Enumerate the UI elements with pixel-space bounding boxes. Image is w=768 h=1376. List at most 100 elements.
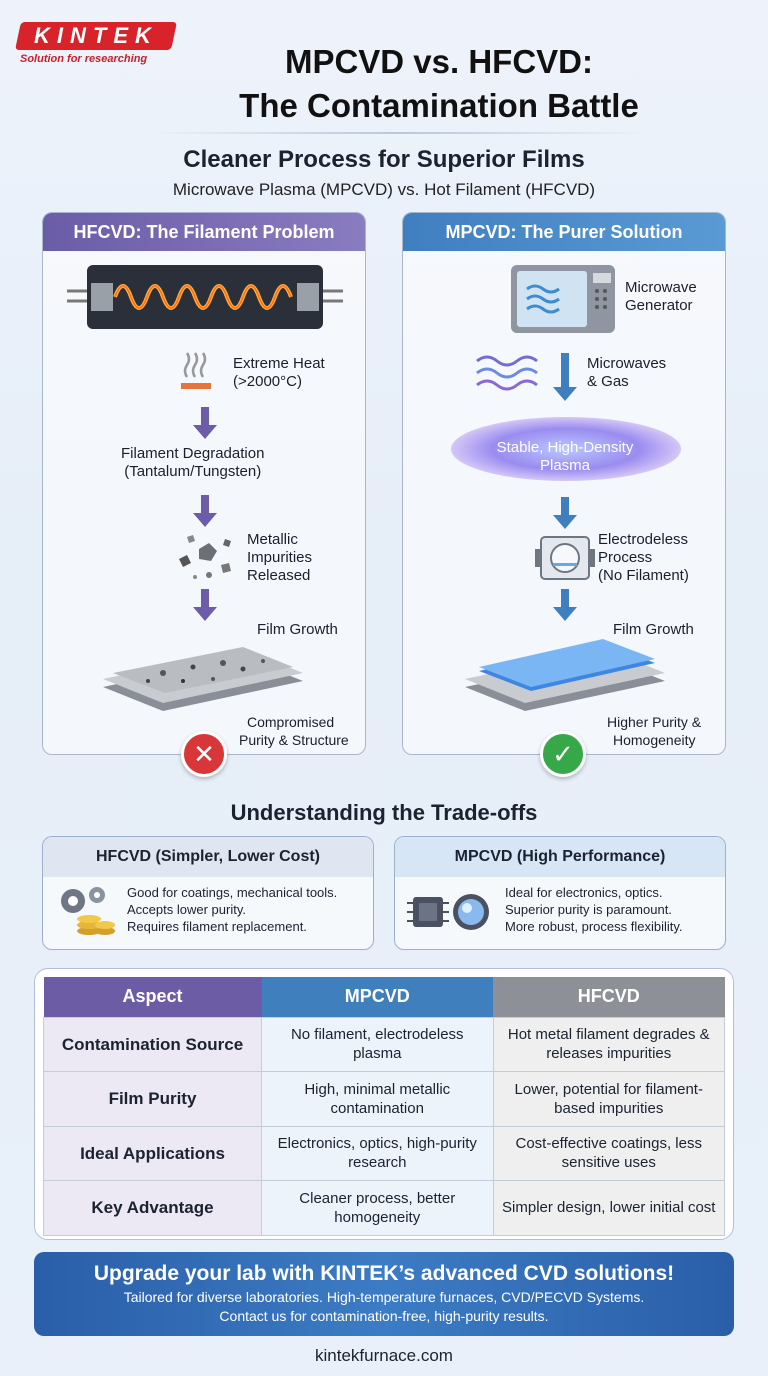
film-growth-label: Film Growth xyxy=(613,621,694,638)
checkmark-icon: ✓ xyxy=(540,731,586,777)
cta-banner[interactable]: Upgrade your lab with KINTEK’s advanced … xyxy=(34,1252,734,1336)
electrodeless-label: Electrodeless Process (No Filament) xyxy=(598,531,689,585)
website-link[interactable]: kintekfurnace.com xyxy=(315,1346,453,1365)
impurities-label-line: Metallic xyxy=(247,531,298,548)
tradeoffs-title: Understanding the Trade-offs xyxy=(230,800,538,825)
section-subtitle: Cleaner Process for Superior Films xyxy=(183,146,585,173)
table-row: Contamination Source No filament, electr… xyxy=(43,1016,725,1072)
table-row: Key Advantage Cleaner process, better ho… xyxy=(43,1180,725,1236)
hfcvd-result-line: Purity & Structure xyxy=(239,732,349,748)
generator-label-line: Generator xyxy=(625,297,693,314)
impurities-label-line: Released xyxy=(247,567,311,584)
microwave-generator-icon xyxy=(511,265,615,333)
heat-label-line: Extreme Heat xyxy=(233,355,325,372)
mpcvd-panel-heading: MPCVD: The Purer Solution xyxy=(403,213,725,251)
tradeoff-line: Accepts lower purity. xyxy=(127,902,246,917)
hfcvd-panel-heading: HFCVD: The Filament Problem xyxy=(43,213,365,251)
impurity-particles-icon xyxy=(179,535,231,579)
generator-label: Microwave Generator xyxy=(625,279,697,315)
plasma-label-line: Stable, High-Density xyxy=(496,439,634,456)
table-cell: Electronics, optics, high-purity researc… xyxy=(261,1125,494,1181)
header-mpcvd: MPCVD xyxy=(261,977,493,1017)
hfcvd-panel: HFCVD: The Filament Problem Extreme Heat… xyxy=(42,212,366,755)
table-cell: Film Purity xyxy=(43,1071,262,1127)
table-cell: Cleaner process, better homogeneity xyxy=(261,1180,494,1236)
header-aspect: Aspect xyxy=(43,977,262,1017)
table-cell: Hot metal filament degrades & releases i… xyxy=(492,1016,725,1072)
tradeoff-line: Good for coatings, mechanical tools. xyxy=(127,885,338,900)
tradeoff-line: Superior purity is paramount. xyxy=(505,902,672,917)
cta-heading: Upgrade your lab with KINTEK’s advanced … xyxy=(93,1262,675,1285)
table-cell: No filament, electrodeless plasma xyxy=(261,1016,494,1072)
hfcvd-tradeoff-heading: HFCVD (Simpler, Lower Cost) xyxy=(43,837,373,877)
plasma-label-line: Plasma xyxy=(539,457,591,474)
electrodeless-chamber-icon xyxy=(535,536,595,580)
cta-line: Tailored for diverse laboratories. High-… xyxy=(123,1289,645,1305)
tradeoff-line: More robust, process flexibility. xyxy=(505,919,683,934)
mpcvd-tradeoff-heading: MPCVD (High Performance) xyxy=(395,837,725,877)
electrodeless-label-line: Electrodeless xyxy=(598,531,689,548)
hfcvd-result-line: Compromised xyxy=(247,714,335,730)
down-arrow-icon xyxy=(193,407,217,441)
plasma-label: Stable, High-Density Plasma xyxy=(475,439,655,475)
table-cell: Lower, potential for filament-based impu… xyxy=(492,1071,725,1127)
heat-label-line: (>2000°C) xyxy=(233,373,302,390)
title-divider xyxy=(150,132,648,134)
hfcvd-tradeoff-body: Good for coatings, mechanical tools. Acc… xyxy=(127,884,337,935)
impurities-label-line: Impurities xyxy=(247,549,313,566)
degradation-label: Filament Degradation (Tantalum/Tungsten) xyxy=(121,445,264,481)
heat-waves-icon xyxy=(181,352,211,389)
table-header-row: Aspect MPCVD HFCVD xyxy=(43,977,725,1017)
down-arrow-icon xyxy=(553,353,577,405)
mpcvd-tradeoff-body: Ideal for electronics, optics. Superior … xyxy=(505,884,683,935)
table-row: Ideal Applications Electronics, optics, … xyxy=(43,1125,725,1181)
table-cell: Cost-effective coatings, less sensitive … xyxy=(492,1125,725,1181)
microwaves-label-line: & Gas xyxy=(587,373,629,390)
down-arrow-icon xyxy=(553,589,577,623)
electrodeless-label-line: Process xyxy=(598,549,653,566)
heat-label: Extreme Heat (>2000°C) xyxy=(233,355,325,391)
mpcvd-result-line: Homogeneity xyxy=(613,732,696,748)
mpcvd-result-line: Higher Purity & xyxy=(607,714,702,730)
pure-film-icon xyxy=(465,639,665,711)
comparison-table: Aspect MPCVD HFCVD Contamination Source … xyxy=(34,968,734,1240)
mpcvd-tradeoff-card: MPCVD (High Performance) Ideal for elect… xyxy=(394,836,726,950)
tradeoff-line: Ideal for electronics, optics. xyxy=(505,885,663,900)
section-subtitle-detail: Microwave Plasma (MPCVD) vs. Hot Filamen… xyxy=(172,180,596,199)
degradation-label-line: Filament Degradation xyxy=(121,445,265,462)
brand-name: KINTEK xyxy=(34,23,158,48)
down-arrow-icon xyxy=(553,497,577,531)
table-cell: Simpler design, lower initial cost xyxy=(492,1180,725,1236)
electrodeless-label-line: (No Filament) xyxy=(598,567,689,584)
microwaves-label: Microwaves & Gas xyxy=(587,355,666,391)
film-growth-label: Film Growth xyxy=(257,621,338,638)
down-arrow-icon xyxy=(193,495,217,529)
table-cell: Ideal Applications xyxy=(43,1125,262,1181)
hot-filament-icon xyxy=(67,265,343,329)
page-title: MPCVD vs. HFCVD: The Contamination Battl… xyxy=(150,40,728,128)
cta-body: Tailored for diverse laboratories. High-… xyxy=(34,1288,734,1326)
chip-lens-icon xyxy=(407,894,489,930)
mpcvd-panel: MPCVD: The Purer Solution Microwave Gene… xyxy=(402,212,726,755)
table-cell: Key Advantage xyxy=(43,1180,262,1236)
cta-line: Contact us for contamination-free, high-… xyxy=(219,1308,549,1324)
contaminated-film-icon xyxy=(103,647,303,711)
table-row: Film Purity High, minimal metallic conta… xyxy=(43,1071,725,1127)
mpcvd-result-label: Higher Purity & Homogeneity xyxy=(607,713,701,749)
hfcvd-tradeoff-card: HFCVD (Simpler, Lower Cost) Good for coa… xyxy=(42,836,374,950)
hfcvd-result-label: Compromised Purity & Structure xyxy=(239,713,349,749)
gears-coins-icon xyxy=(61,887,115,935)
down-arrow-icon xyxy=(193,589,217,623)
plasma-cloud xyxy=(451,417,681,481)
tradeoff-line: Requires filament replacement. xyxy=(127,919,307,934)
impurities-label: Metallic Impurities Released xyxy=(247,531,312,585)
table-cell: High, minimal metallic contamination xyxy=(261,1071,494,1127)
header-hfcvd: HFCVD xyxy=(493,977,725,1017)
generator-label-line: Microwave xyxy=(625,279,697,296)
cross-icon: ✕ xyxy=(181,731,227,777)
microwave-waves-icon xyxy=(476,355,538,391)
brand-tagline: Solution for researching xyxy=(20,53,148,65)
title-line-2: The Contamination Battle xyxy=(239,87,639,124)
degradation-label-line: (Tantalum/Tungsten) xyxy=(124,463,262,480)
title-line-1: MPCVD vs. HFCVD: xyxy=(284,43,594,80)
